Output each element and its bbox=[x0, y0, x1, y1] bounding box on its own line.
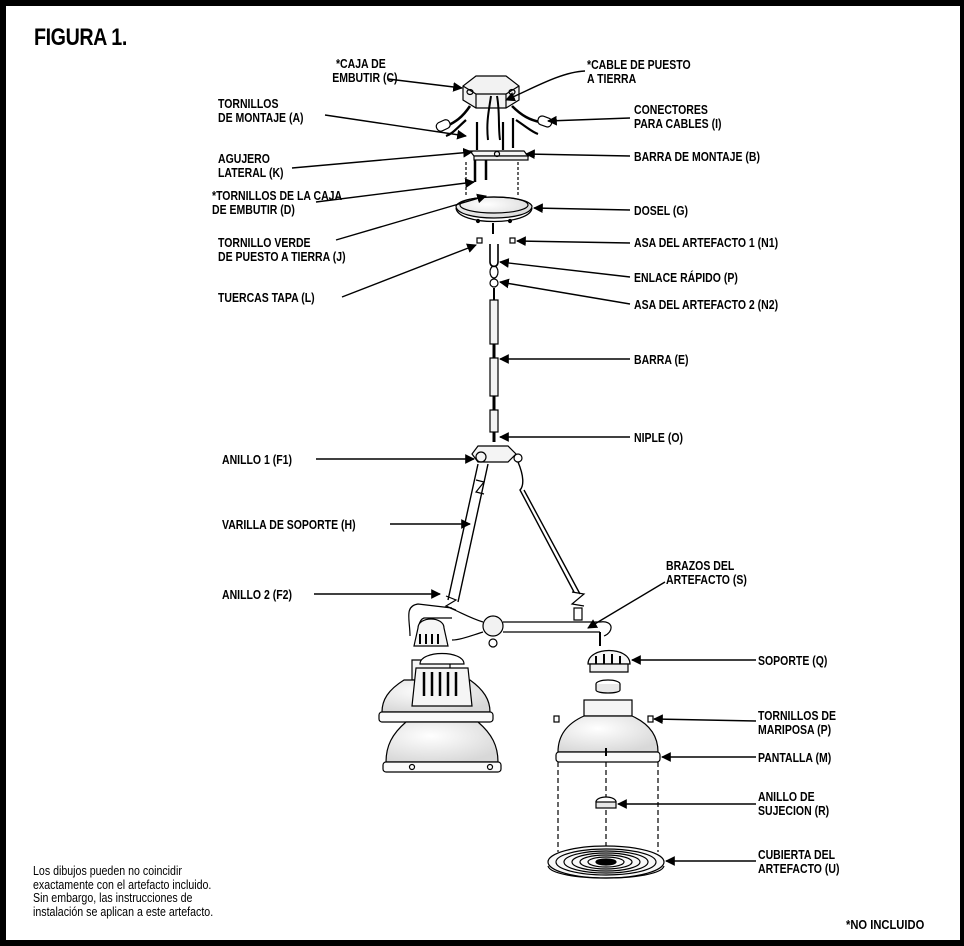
label-anillo-2: ANILLO 2 (F2) bbox=[222, 588, 293, 602]
label-anillo-1: ANILLO 1 (F1) bbox=[222, 453, 293, 467]
label-dosel: DOSEL (G) bbox=[634, 204, 689, 218]
not-included-footnote: *NO INCLUIDO bbox=[846, 917, 925, 932]
figure-title: FIGURA 1. bbox=[34, 24, 127, 51]
label-tuercas-tapa: TUERCAS TAPA (L) bbox=[218, 291, 315, 305]
disclaimer-note: Los dibujos pueden no coincidir exactame… bbox=[33, 864, 214, 919]
label-asa-artefacto-1: ASA DEL ARTEFACTO 1 (N1) bbox=[634, 236, 779, 250]
label-barra-montaje: BARRA DE MONTAJE (B) bbox=[634, 150, 760, 164]
label-barra: BARRA (E) bbox=[634, 353, 689, 367]
label-pantalla: PANTALLA (M) bbox=[758, 751, 832, 765]
label-niple: NIPLE (O) bbox=[634, 431, 684, 445]
label-varilla-soporte: VARILLA DE SOPORTE (H) bbox=[222, 518, 356, 532]
label-enlace-rapido: ENLACE RÁPIDO (P) bbox=[634, 271, 738, 285]
label-asa-artefacto-2: ASA DEL ARTEFACTO 2 (N2) bbox=[634, 298, 779, 312]
label-soporte: SOPORTE (Q) bbox=[758, 654, 828, 668]
